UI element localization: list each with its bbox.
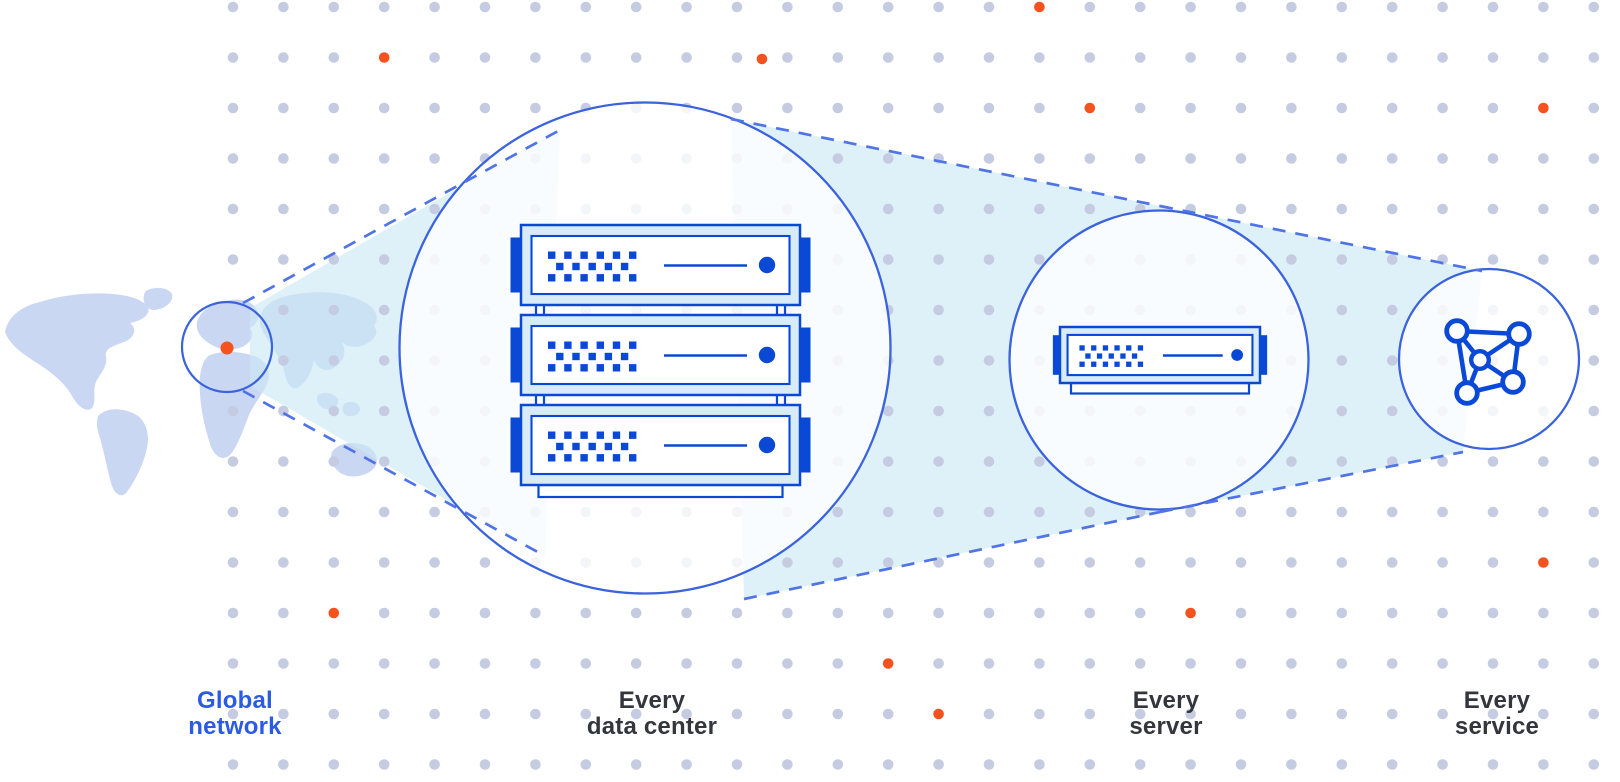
label-line: Global <box>197 687 273 714</box>
server-rack-icon <box>510 223 811 499</box>
network-mesh-icon <box>1444 318 1532 406</box>
label-line: server <box>1129 712 1203 740</box>
map-focus-circle <box>180 300 274 394</box>
label-every-service: Every service <box>1455 688 1539 739</box>
label-every-server: Every server <box>1129 688 1202 739</box>
label-line: Every <box>1132 687 1200 714</box>
label-global-network: Global network <box>188 688 281 739</box>
label-line: network <box>188 712 282 740</box>
location-marker-dot <box>220 341 234 355</box>
label-line: service <box>1454 712 1540 740</box>
label-line: Every <box>1463 687 1531 714</box>
label-line: data center <box>586 712 718 740</box>
server-icon <box>1052 325 1268 395</box>
label-line: Every <box>618 687 686 714</box>
label-every-data-center: Every data center <box>587 688 717 739</box>
zoom-beam-dashed-lines <box>242 117 1483 601</box>
